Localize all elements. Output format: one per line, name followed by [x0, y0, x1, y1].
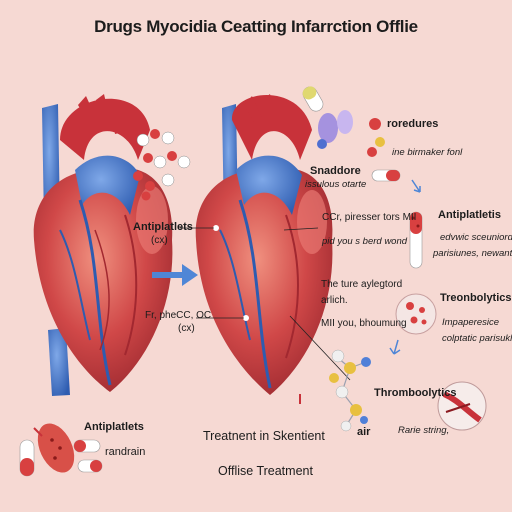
label-antiplatelets-mid-sub: (cx) [151, 235, 168, 246]
label-anti-right-1: edvwic sceuniord [440, 232, 512, 243]
label-randrain: randrain [105, 446, 146, 458]
label-fr-sub: (cx) [178, 323, 195, 334]
label-ture-1: The ture aylegtord [321, 279, 403, 290]
treatment-arrow [152, 264, 198, 286]
molecule-cluster [133, 129, 191, 201]
left-artery-branch-1 [78, 96, 96, 122]
label-air: air [357, 426, 371, 438]
capsule-group-top [302, 86, 353, 149]
label-thrombo-title: Thromboolytics [374, 387, 457, 399]
left-pulmonary-artery [75, 155, 140, 215]
label-trenbo-2: colptatic parisukl [442, 333, 512, 344]
label-trenbo-title: Treonbolytics [440, 292, 512, 304]
label-anti-right-title: Antiplatletis [438, 209, 501, 221]
label-fore-title: roredures [387, 118, 439, 130]
label-snadore-sub: issulous otarte [305, 179, 367, 190]
label-fr: Fr, pheCC, OC [145, 310, 212, 321]
label-thrombo-sub: Rarie string, [398, 425, 450, 436]
label-antiplatelets-mid: Antiplatlets [133, 221, 193, 233]
label-trenbo-1: Impaperesice [442, 317, 500, 328]
small-arrow [411, 179, 421, 193]
left-coronary-blue-2 [59, 229, 91, 341]
label-offline-treatment: Offlise Treatment [218, 464, 313, 478]
thrombo-circle [437, 381, 487, 431]
molecule-lower-right [329, 349, 371, 432]
left-vena-cava-bottom [48, 328, 70, 396]
label-snadore: Snaddore [310, 165, 361, 177]
label-ture-3: MII you, bhoumung [321, 318, 407, 329]
left-coronary-blue-1 [78, 199, 112, 386]
left-coronary-red-1 [124, 214, 138, 356]
trenbo-circle [395, 293, 437, 335]
left-artery-branch-3 [112, 110, 124, 134]
left-coronary-red-2 [94, 229, 110, 351]
label-fore-sub: ine birmaker fonl [392, 147, 463, 158]
capsule-snadore-half [386, 170, 400, 181]
label-ccr-1: CCr, piresser tors MII [322, 212, 417, 223]
diagram-title: Drugs Myocidia Ceatting Infarrction Offl… [94, 17, 418, 36]
left-artery-branch-2 [96, 94, 110, 122]
label-anti-right-2: parisiunes, newants) [433, 248, 512, 259]
middle-heart [195, 94, 333, 395]
label-treatment: Treatnent in Skentient [203, 429, 325, 443]
pills-fore [367, 118, 385, 157]
label-ccr-2: pid you s berd wond [322, 236, 408, 247]
leader-lines [180, 227, 351, 381]
left-aortic-arch [60, 98, 150, 160]
bottom-left-pills [19, 423, 103, 477]
left-heart [33, 94, 173, 396]
label-anti-bottom: Antiplatlets [84, 421, 144, 433]
small-arrow-2 [389, 339, 401, 355]
label-ture-2: arlich. [321, 295, 348, 306]
left-atrium [136, 186, 168, 254]
